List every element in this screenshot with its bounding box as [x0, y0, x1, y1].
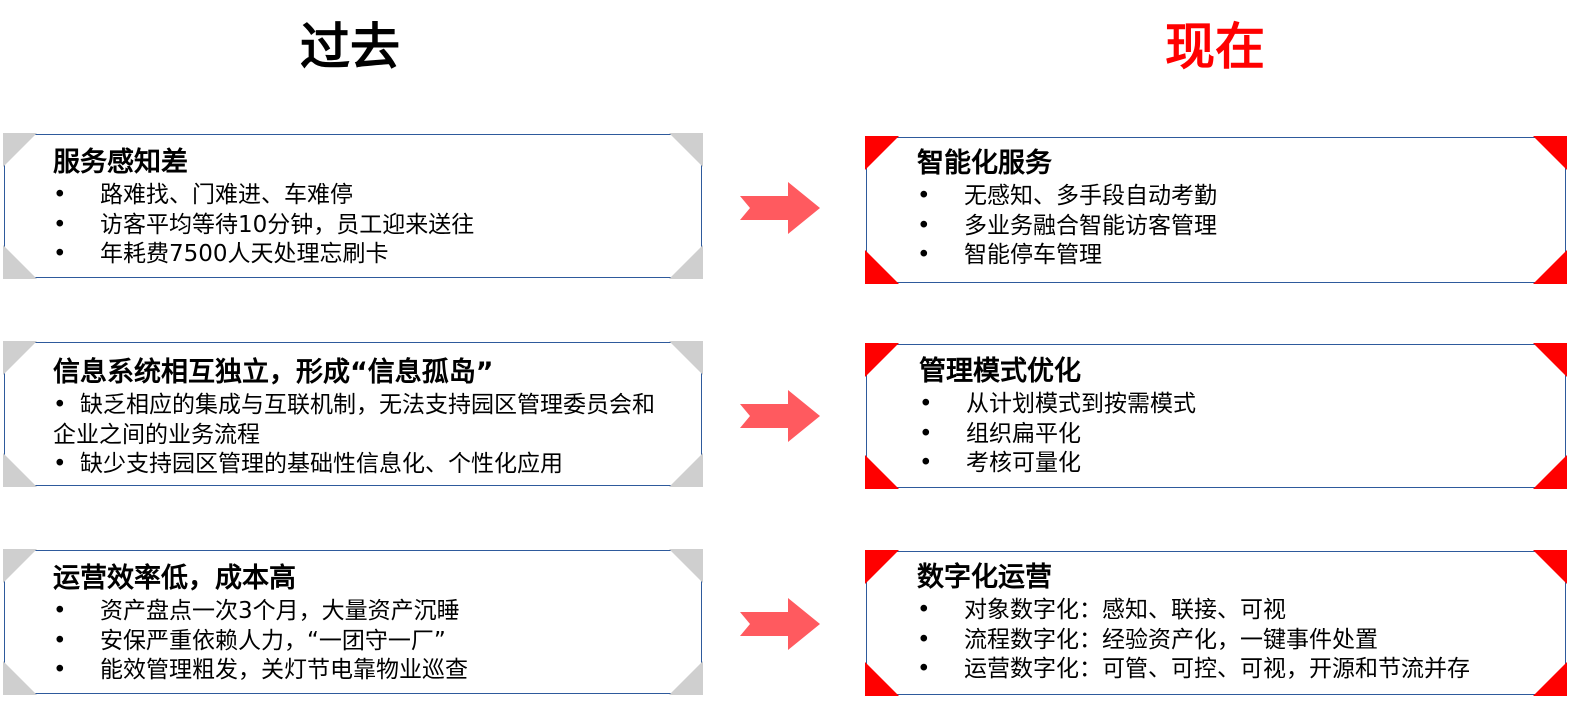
bullet-list: •资产盘点一次3个月，大量资产沉睡 •安保严重依赖人力，“一团守一厂” •能效管…: [53, 597, 468, 686]
corner-decoration: [1533, 662, 1567, 696]
list-item: •多业务融合智能访客管理: [917, 212, 1217, 242]
present-card-digital-operation: 数字化运营 •对象数字化：感知、联接、可视 •流程数字化：经验资产化，一键事件处…: [865, 550, 1567, 696]
corner-decoration: [3, 453, 37, 487]
present-heading: 现在: [1165, 18, 1265, 76]
corner-decoration: [669, 341, 703, 375]
list-item: •资产盘点一次3个月，大量资产沉睡: [53, 597, 468, 627]
present-card-smart-service: 智能化服务 •无感知、多手段自动考勤 •多业务融合智能访客管理 •智能停车管理: [865, 136, 1567, 284]
bullet-icon: •: [917, 242, 931, 268]
bullet-icon: •: [53, 241, 67, 267]
corner-decoration: [865, 250, 899, 284]
bullet-icon: •: [53, 657, 67, 683]
bullet-icon: •: [917, 626, 931, 653]
list-item: •无感知、多手段自动考勤: [917, 182, 1217, 212]
list-item: •能效管理粗发，关灯节电靠物业巡查: [53, 656, 468, 686]
bullet-icon: •: [917, 212, 931, 239]
bullet-icon: •: [53, 451, 67, 477]
present-card-management-mode: 管理模式优化 •从计划模式到按需模式 •组织扁平化 •考核可量化: [865, 343, 1567, 489]
list-item: •缺少支持园区管理的基础性信息化、个性化应用: [53, 450, 673, 480]
corner-decoration: [3, 245, 37, 279]
list-item: •运营数字化：可管、可控、可视，开源和节流并存: [917, 655, 1470, 685]
bullet-list: •无感知、多手段自动考勤 •多业务融合智能访客管理 •智能停车管理: [917, 182, 1217, 271]
corner-decoration: [669, 133, 703, 167]
list-item: •安保严重依赖人力，“一团守一厂”: [53, 627, 468, 657]
bullet-list: •从计划模式到按需模式 •组织扁平化 •考核可量化: [919, 390, 1196, 479]
bullet-list: •缺乏相应的集成与互联机制，无法支持园区管理委员会和企业之间的业务流程 •缺少支…: [53, 391, 673, 480]
right-arrow-icon: [740, 390, 820, 442]
corner-decoration: [669, 453, 703, 487]
right-arrow-icon: [740, 598, 820, 650]
bullet-icon: •: [917, 656, 931, 682]
list-item: •组织扁平化: [919, 420, 1196, 450]
corner-decoration: [3, 133, 37, 167]
bullet-icon: •: [53, 392, 67, 418]
corner-decoration: [669, 549, 703, 583]
right-arrow-icon: [740, 182, 820, 234]
bullet-icon: •: [917, 597, 931, 623]
past-card-service-perception: 服务感知差 •路难找、门难进、车难停 •访客平均等待10分钟，员工迎来送往 •年…: [3, 133, 703, 279]
bullet-icon: •: [53, 598, 67, 624]
corner-decoration: [1533, 550, 1567, 584]
list-item: •访客平均等待10分钟，员工迎来送往: [53, 211, 474, 241]
card-title: 数字化运营: [917, 562, 1052, 593]
bullet-icon: •: [53, 211, 67, 238]
card-title: 运营效率低，成本高: [53, 563, 296, 594]
list-item: •对象数字化：感知、联接、可视: [917, 596, 1470, 626]
bullet-icon: •: [919, 450, 933, 476]
corner-decoration: [1533, 343, 1567, 377]
corner-decoration: [1533, 250, 1567, 284]
past-heading: 过去: [300, 18, 400, 76]
card-title: 服务感知差: [53, 147, 188, 178]
bullet-icon: •: [919, 420, 933, 447]
bullet-list: •路难找、门难进、车难停 •访客平均等待10分钟，员工迎来送往 •年耗费7500…: [53, 181, 474, 270]
list-item: •考核可量化: [919, 449, 1196, 479]
corner-decoration: [1533, 136, 1567, 170]
corner-decoration: [865, 550, 899, 584]
corner-decoration: [865, 343, 899, 377]
past-card-information-silos: 信息系统相互独立，形成“信息孤岛” •缺乏相应的集成与互联机制，无法支持园区管理…: [3, 341, 703, 487]
list-item: •智能停车管理: [917, 241, 1217, 271]
past-card-operation-efficiency: 运营效率低，成本高 •资产盘点一次3个月，大量资产沉睡 •安保严重依赖人力，“一…: [3, 549, 703, 695]
corner-decoration: [3, 549, 37, 583]
list-item: •年耗费7500人天处理忘刷卡: [53, 240, 474, 270]
card-title: 智能化服务: [917, 148, 1052, 179]
bullet-icon: •: [917, 183, 931, 209]
list-item: •路难找、门难进、车难停: [53, 181, 474, 211]
list-item: •流程数字化：经验资产化，一键事件处置: [917, 626, 1470, 656]
corner-decoration: [669, 245, 703, 279]
corner-decoration: [865, 662, 899, 696]
bullet-icon: •: [919, 391, 933, 417]
corner-decoration: [3, 341, 37, 375]
corner-decoration: [865, 136, 899, 170]
list-item: •从计划模式到按需模式: [919, 390, 1196, 420]
bullet-icon: •: [53, 182, 67, 208]
card-title: 信息系统相互独立，形成“信息孤岛”: [53, 357, 494, 388]
list-item: •缺乏相应的集成与互联机制，无法支持园区管理委员会和企业之间的业务流程: [53, 392, 655, 448]
corner-decoration: [1533, 455, 1567, 489]
corner-decoration: [669, 661, 703, 695]
corner-decoration: [3, 661, 37, 695]
bullet-icon: •: [53, 627, 67, 654]
corner-decoration: [865, 455, 899, 489]
card-title: 管理模式优化: [919, 356, 1081, 387]
bullet-list: •对象数字化：感知、联接、可视 •流程数字化：经验资产化，一键事件处置 •运营数…: [917, 596, 1470, 685]
